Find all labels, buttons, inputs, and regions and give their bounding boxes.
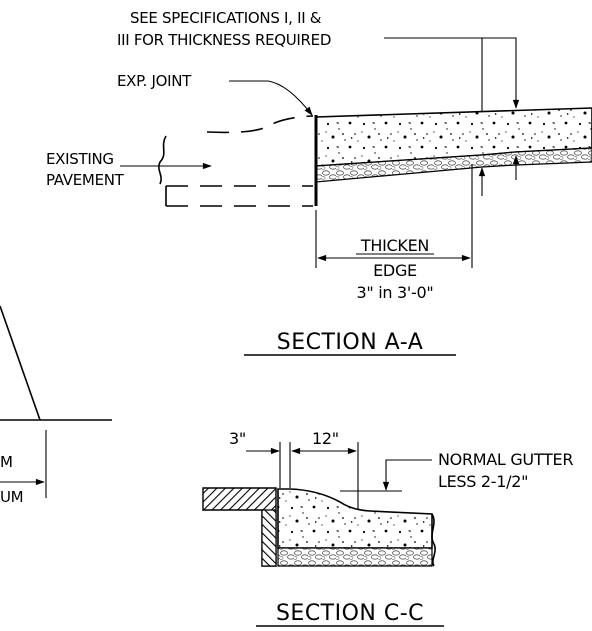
fragment-diagonal	[0, 305, 41, 421]
gutter-base-gravel	[277, 547, 433, 567]
section-a-a-title: SECTION A-A	[277, 330, 424, 355]
gutter-break-line	[431, 513, 436, 567]
gutter-concrete	[277, 488, 433, 549]
exp-joint-label: EXP. JOINT	[117, 72, 192, 90]
fragment-label-top: M	[0, 453, 13, 471]
spec-note-leader	[384, 37, 520, 109]
gutter-note-line1: NORMAL GUTTER	[438, 450, 573, 469]
existing-label-line2: PAVEMENT	[46, 171, 125, 189]
existing-pavement-top-dash	[206, 115, 314, 134]
section-a-a: SEE SPECIFICATIONS I, II & III FOR THICK…	[46, 9, 592, 356]
base-course-gravel	[315, 147, 592, 183]
thicken-label-line1: THICKEN	[360, 236, 429, 255]
dim-3-label: 3"	[229, 429, 246, 448]
curb-face-hatch	[261, 509, 277, 567]
fragment-label-bottom: UM	[0, 488, 23, 506]
existing-label-line1: EXISTING	[46, 150, 114, 168]
section-c-c: 3" 12" NORMAL GUTTER LESS 2-1/2" SECTION…	[202, 429, 574, 627]
break-line	[158, 135, 167, 206]
gutter-note-line2: LESS 2-1/2"	[438, 472, 528, 491]
section-c-c-title: SECTION C-C	[276, 601, 424, 626]
spec-note-line2: III FOR THICKNESS REQUIRED	[117, 31, 331, 49]
thicken-label-line2: EDGE	[373, 261, 417, 280]
exp-joint-leader	[229, 80, 313, 116]
gutter-note-leader	[382, 459, 432, 491]
left-fragment: M UM	[0, 305, 112, 506]
dim-12-label: 12"	[312, 429, 339, 448]
thicken-label-line3: 3" in 3'-0"	[357, 283, 434, 302]
spec-note-line1: SEE SPECIFICATIONS I, II &	[130, 9, 322, 27]
